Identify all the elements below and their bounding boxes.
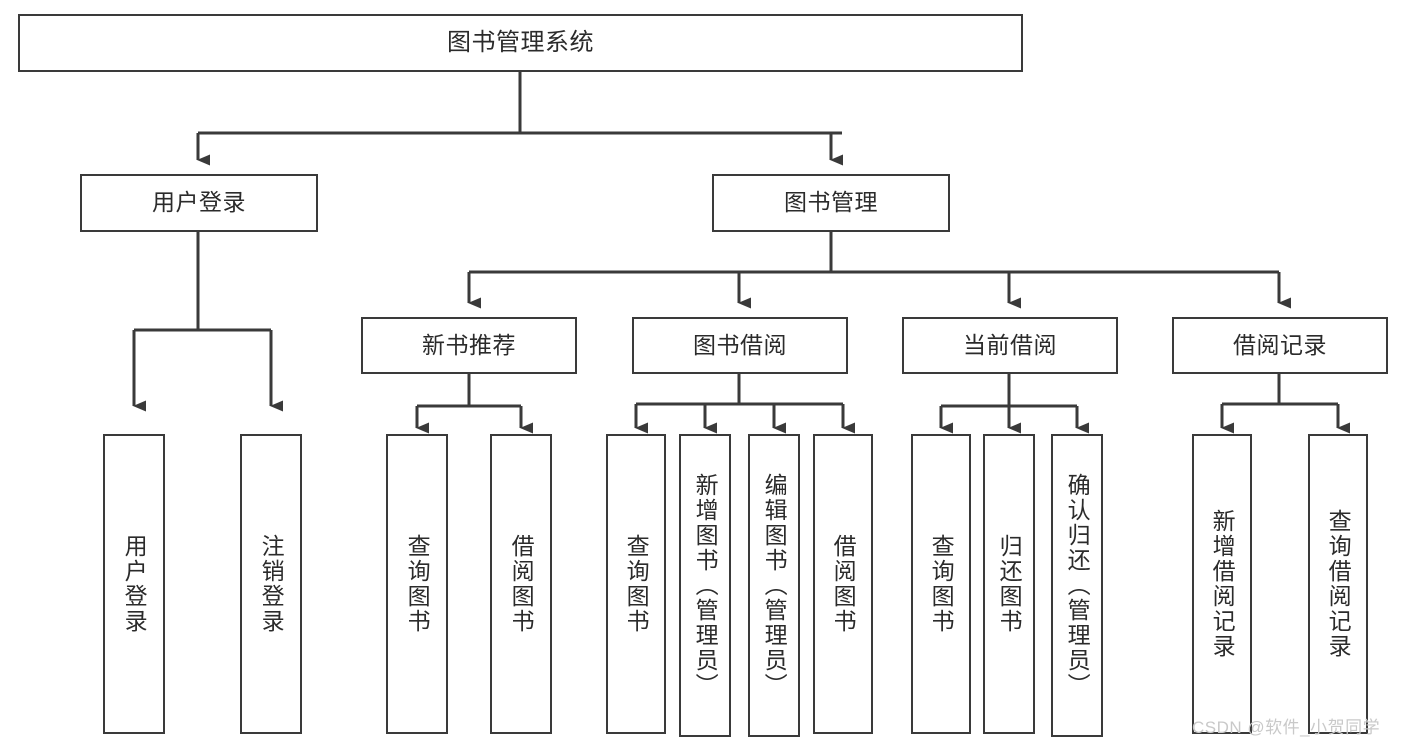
leaf-add-book-admin[interactable]: 新增图书（管理员） <box>679 434 731 737</box>
leaf-return-book[interactable]: 归还图书 <box>983 434 1035 734</box>
node-new-book-recommend[interactable]: 新书推荐 <box>361 317 577 374</box>
node-label: 借阅记录 <box>1233 331 1327 358</box>
node-label: 当前借阅 <box>963 331 1057 358</box>
leaf-edit-book-admin[interactable]: 编辑图书（管理员） <box>748 434 800 737</box>
node-label: 新书推荐 <box>422 331 516 358</box>
leaf-confirm-return-admin[interactable]: 确认归还（管理员） <box>1051 434 1103 737</box>
node-book-manage[interactable]: 图书管理 <box>712 174 950 232</box>
node-label: 确认归还（管理员） <box>1064 473 1091 698</box>
node-label: 编辑图书（管理员） <box>761 473 788 698</box>
node-label: 新增图书（管理员） <box>692 473 719 698</box>
node-label: 查询图书 <box>404 534 431 634</box>
node-book-borrow[interactable]: 图书借阅 <box>632 317 848 374</box>
leaf-query-book-recommend[interactable]: 查询图书 <box>386 434 448 734</box>
node-label: 新增借阅记录 <box>1209 509 1236 659</box>
node-label: 查询借阅记录 <box>1325 509 1352 659</box>
csdn-watermark: CSDN @软件_小贺同学 <box>1192 718 1381 737</box>
node-label: 用户登录 <box>121 534 148 634</box>
node-label: 查询图书 <box>928 534 955 634</box>
leaf-add-borrow-record[interactable]: 新增借阅记录 <box>1192 434 1252 734</box>
node-root-system[interactable]: 图书管理系统 <box>18 14 1023 72</box>
node-label: 借阅图书 <box>508 534 535 634</box>
leaf-query-book-current[interactable]: 查询图书 <box>911 434 971 734</box>
leaf-user-login[interactable]: 用户登录 <box>103 434 165 734</box>
leaf-query-book-borrow[interactable]: 查询图书 <box>606 434 666 734</box>
leaf-query-borrow-record[interactable]: 查询借阅记录 <box>1308 434 1368 734</box>
node-user-login[interactable]: 用户登录 <box>80 174 318 232</box>
leaf-borrow-book-recommend[interactable]: 借阅图书 <box>490 434 552 734</box>
node-label: 图书管理系统 <box>447 28 594 56</box>
node-label: 归还图书 <box>996 534 1023 634</box>
node-label: 图书借阅 <box>693 331 787 358</box>
node-label: 借阅图书 <box>830 534 857 634</box>
leaf-logout-login[interactable]: 注销登录 <box>240 434 302 734</box>
leaf-borrow-book-borrow[interactable]: 借阅图书 <box>813 434 873 734</box>
node-label: 用户登录 <box>152 189 246 216</box>
node-label: 注销登录 <box>258 534 285 634</box>
node-label: 图书管理 <box>784 189 878 216</box>
node-current-borrow[interactable]: 当前借阅 <box>902 317 1118 374</box>
node-borrow-record[interactable]: 借阅记录 <box>1172 317 1388 374</box>
node-label: 查询图书 <box>623 534 650 634</box>
